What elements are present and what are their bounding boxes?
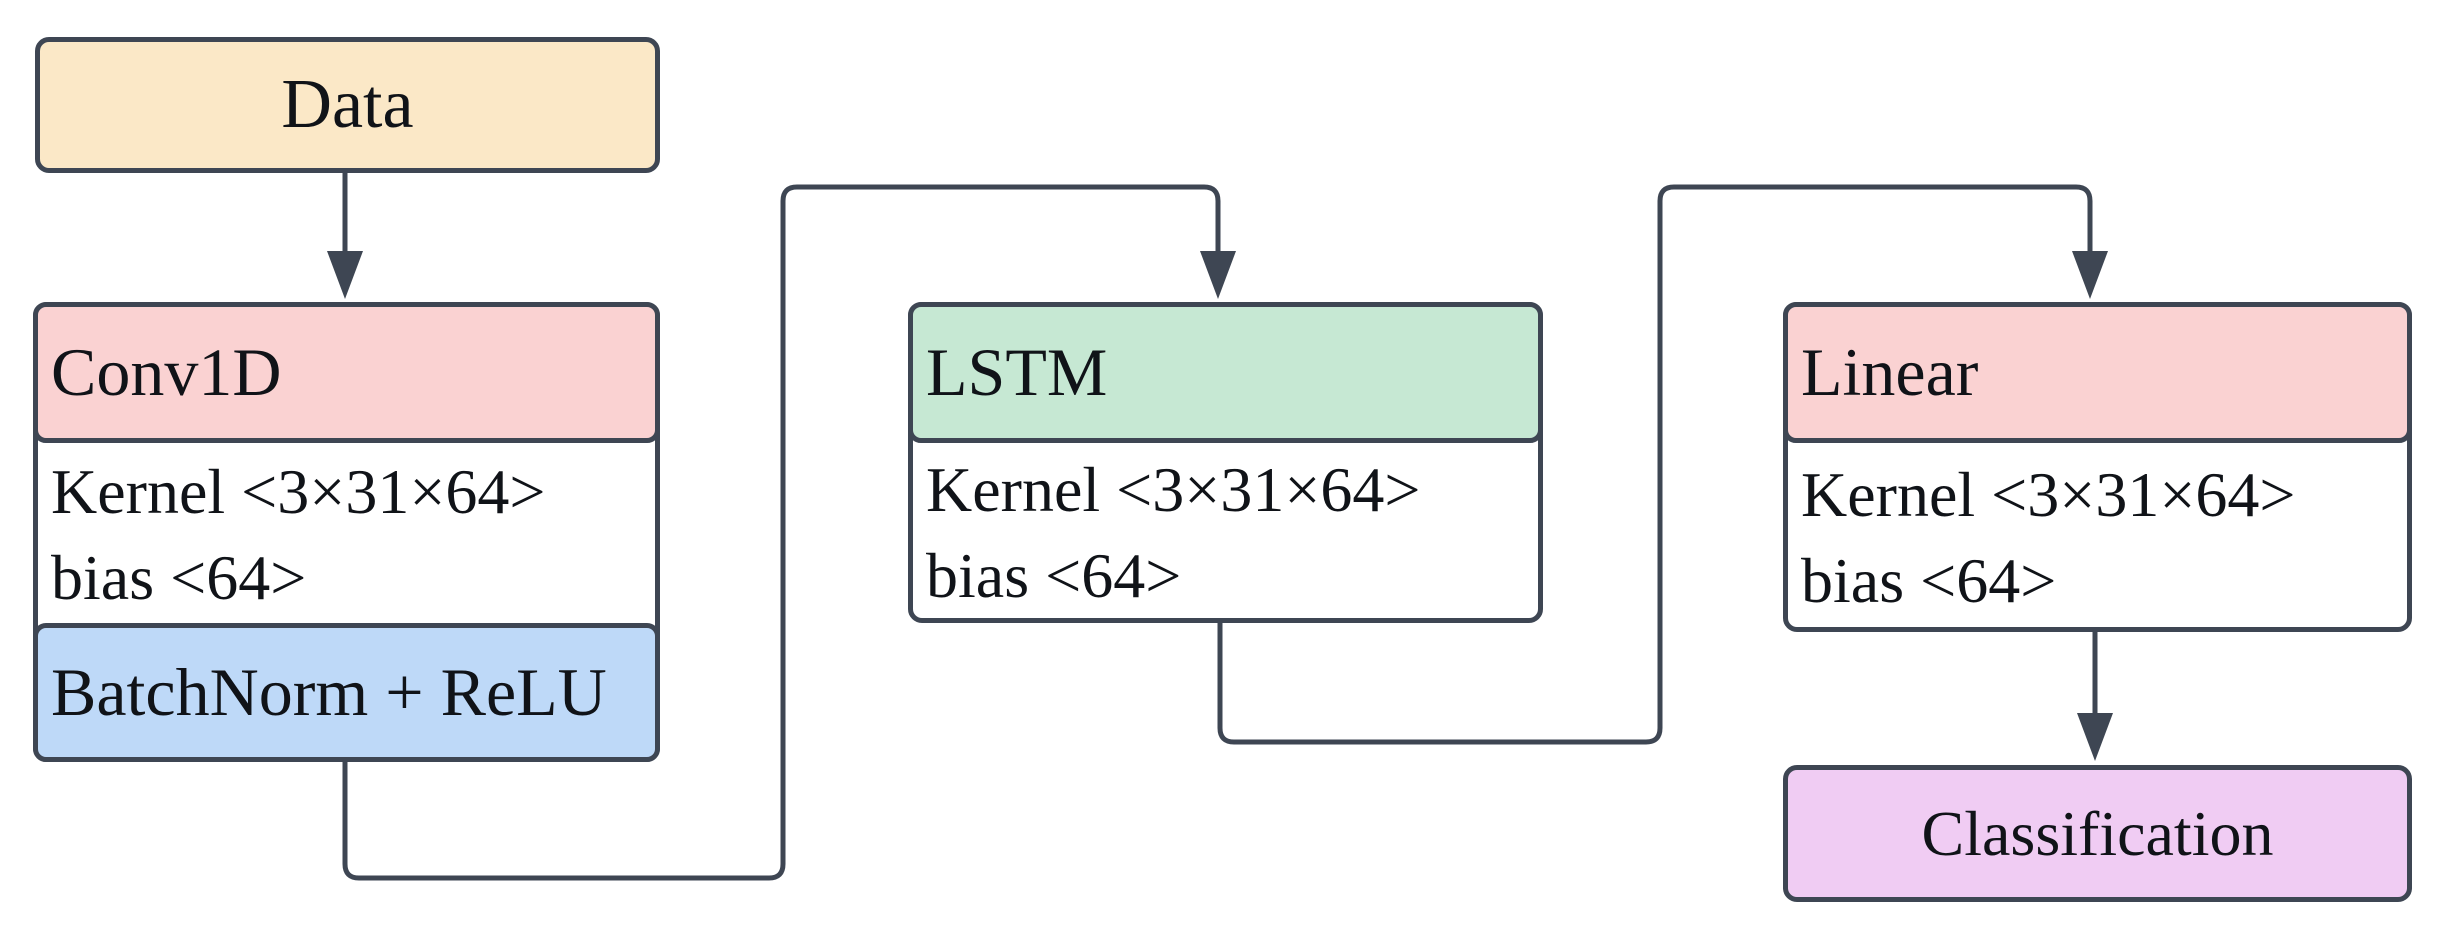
node-lstm-header: LSTM: [908, 302, 1543, 443]
kernel-shape-label: Kernel <3×31×64>: [51, 456, 546, 527]
node-conv1d-title: Conv1D: [51, 334, 282, 410]
node-lstm: LSTM Kernel <3×31×64> bias <64>: [908, 302, 1543, 623]
edge-conv1d-to-lstm: [342, 184, 1221, 881]
arrow-head-icon: [2072, 251, 2108, 299]
kernel-shape-label: Kernel <3×31×64>: [1801, 458, 2296, 530]
node-linear-title: Linear: [1801, 334, 1979, 410]
node-classification: Classification: [1783, 765, 2412, 902]
node-classification-label: Classification: [1921, 797, 2274, 869]
kernel-shape-label: Kernel <3×31×64>: [926, 454, 1421, 525]
node-conv1d-header: Conv1D: [33, 302, 660, 443]
node-lstm-params: Kernel <3×31×64> bias <64>: [926, 443, 1530, 623]
node-linear: Linear Kernel <3×31×64> bias <64>: [1783, 302, 2412, 632]
node-conv1d-params: Kernel <3×31×64> bias <64>: [51, 443, 647, 627]
arrow-head-icon: [2077, 713, 2113, 761]
node-linear-header: Linear: [1783, 302, 2412, 443]
node-data: Data: [35, 37, 660, 173]
bias-shape-label: bias <64>: [1801, 544, 2057, 616]
node-conv1d: Conv1D Kernel <3×31×64> bias <64> BatchN…: [33, 302, 660, 762]
arrow-head-icon: [327, 251, 363, 299]
edge-lstm-to-linear: [1217, 184, 2093, 745]
arrow-head-icon: [1200, 251, 1236, 299]
bias-shape-label: bias <64>: [51, 542, 307, 613]
node-lstm-title: LSTM: [926, 334, 1108, 410]
batchnorm-relu-label: BatchNorm + ReLU: [51, 654, 607, 730]
node-data-label: Data: [281, 66, 414, 143]
bias-shape-label: bias <64>: [926, 540, 1182, 611]
node-conv1d-batchnorm-relu: BatchNorm + ReLU: [33, 623, 660, 762]
node-linear-params: Kernel <3×31×64> bias <64>: [1801, 443, 2399, 632]
